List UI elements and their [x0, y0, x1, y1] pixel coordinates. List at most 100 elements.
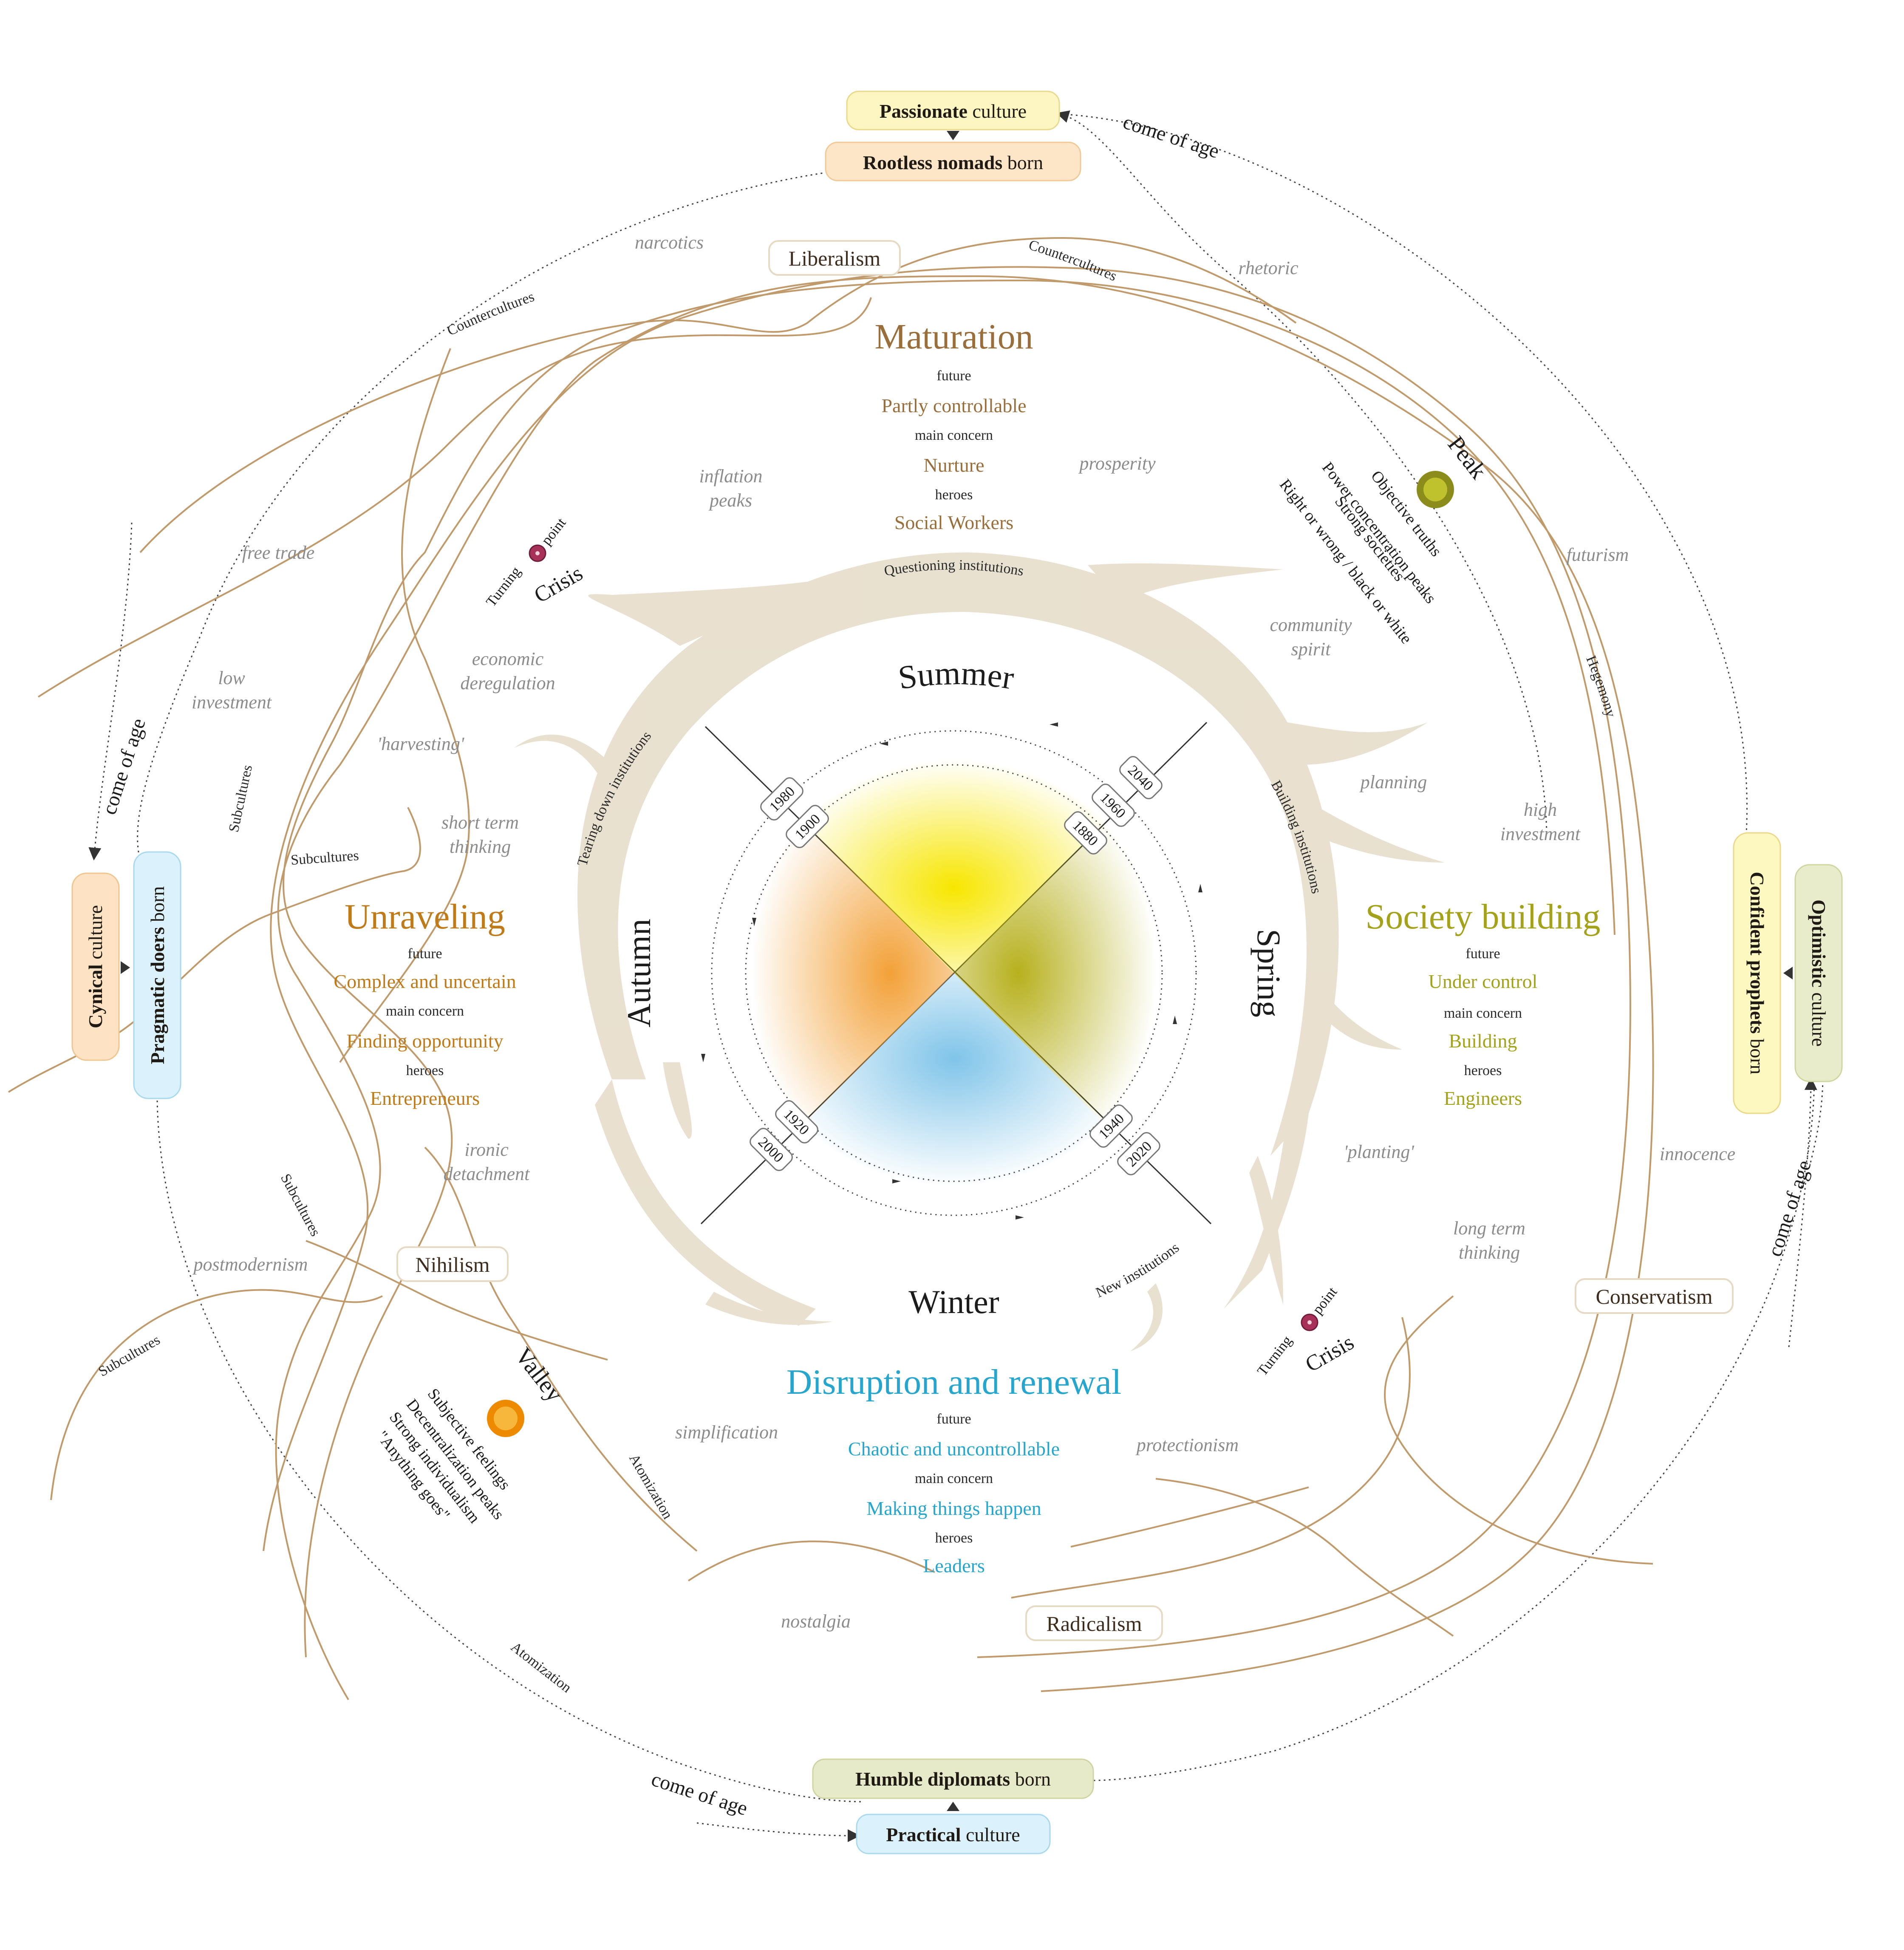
- crisis-label-lower: Crisis: [1301, 1330, 1358, 1377]
- point-word-lower: point: [1310, 1284, 1341, 1317]
- generation-humble: Humble diplomats born: [812, 1758, 1094, 1799]
- trend-protectionism: protectionism: [1135, 1435, 1239, 1455]
- autumn-gradient-sector: [740, 822, 954, 1124]
- society-concern: Building: [1449, 1030, 1517, 1052]
- cynical-to-pragmatic-arrow: [121, 961, 130, 974]
- disruption-heroes: Leaders: [923, 1555, 985, 1576]
- season-autumn: Autumn: [620, 919, 657, 1027]
- maturation-title: Maturation: [874, 317, 1033, 357]
- maturation-future-label: future: [936, 368, 971, 384]
- unraveling-heroes: Entrepreneurs: [370, 1087, 480, 1109]
- trend-low-1: low: [218, 668, 245, 688]
- pragmatic-rest: born: [147, 886, 168, 927]
- maturation-heroes-label: heroes: [935, 487, 973, 503]
- quadrant-maturation: Maturation future Partly controllable ma…: [874, 317, 1033, 533]
- disruption-heroes-label: heroes: [935, 1530, 973, 1546]
- unraveling-title: Unraveling: [345, 897, 505, 937]
- ideology-conservatism: Conservatism: [1575, 1278, 1734, 1314]
- practical-to-humble-arrow: [947, 1802, 959, 1811]
- disruption-concern: Making things happen: [866, 1497, 1041, 1519]
- come-of-age-label-top: come of age: [1120, 110, 1222, 163]
- optimistic-bold: Optimistic: [1808, 900, 1830, 988]
- conservatism-label: Conservatism: [1596, 1285, 1713, 1308]
- maturation-future: Partly controllable: [881, 395, 1026, 416]
- svg-text:Confident prophets born: Confident prophets born: [1746, 872, 1768, 1074]
- svg-text:Optimistic culture: Optimistic culture: [1808, 900, 1830, 1047]
- quadrant-society-building: Society building future Under control ma…: [1366, 897, 1601, 1109]
- trend-low-2: investment: [192, 692, 272, 713]
- trend-prosperity: prosperity: [1078, 453, 1156, 474]
- trend-planning: planning: [1359, 772, 1427, 792]
- svg-text:Rootless nomads born: Rootless nomads born: [863, 152, 1043, 173]
- passionate-to-rootless-arrow: [947, 131, 959, 140]
- disruption-future: Chaotic and uncontrollable: [848, 1438, 1060, 1460]
- svg-text:Cynical culture: Cynical culture: [85, 905, 106, 1028]
- subcultures-label-2: Subcultures: [290, 848, 359, 868]
- trend-econ-1: economic: [472, 648, 544, 669]
- trend-simplification: simplification: [675, 1422, 778, 1443]
- countercultures-label-left: Countercultures: [445, 289, 537, 339]
- trend-narcotics: narcotics: [635, 232, 704, 253]
- come-of-age-label-left: come of age: [98, 716, 150, 817]
- disruption-title: Disruption and renewal: [786, 1362, 1121, 1402]
- trend-short-1: short term: [441, 812, 519, 833]
- generation-practical: Practical culture: [856, 1814, 1051, 1854]
- cynical-rest: culture: [85, 905, 106, 964]
- cynical-bold: Cynical: [85, 964, 106, 1028]
- maturation-concern: Nurture: [923, 454, 984, 476]
- culture-streams: [8, 237, 1654, 1701]
- institution-band: [514, 552, 1445, 1351]
- svg-text:Humble diplomats born: Humble diplomats born: [855, 1768, 1051, 1790]
- generation-cycle-ring: [88, 110, 1824, 1842]
- generation-confident: Confident prophets born: [1733, 832, 1781, 1114]
- quadrant-disruption: Disruption and renewal future Chaotic an…: [786, 1362, 1121, 1576]
- radicalism-label: Radicalism: [1047, 1612, 1142, 1636]
- trend-free-trade: free trade: [242, 542, 315, 563]
- trend-postmodernism: postmodernism: [192, 1254, 308, 1275]
- unraveling-future: Complex and uncertain: [334, 971, 516, 992]
- unraveling-future-label: future: [407, 946, 442, 962]
- atomization-label-2: Atomization: [508, 1639, 574, 1696]
- trend-futurism: futurism: [1567, 544, 1629, 565]
- countercultures-label-top: Countercultures: [1027, 237, 1119, 284]
- come-of-age-label-right: come of age: [1763, 1158, 1816, 1259]
- society-heroes-label: heroes: [1464, 1063, 1502, 1078]
- confident-bold: Confident prophets: [1746, 872, 1768, 1033]
- generation-cynical: Cynical culture: [71, 872, 120, 1061]
- unraveling-heroes-label: heroes: [406, 1063, 444, 1078]
- svg-text:Passionate culture: Passionate culture: [880, 100, 1027, 122]
- ideology-liberalism: Liberalism: [768, 240, 901, 276]
- humble-bold: Humble diplomats: [855, 1768, 1010, 1790]
- disruption-future-label: future: [936, 1411, 971, 1427]
- valley-title: Valley: [510, 1343, 568, 1407]
- trend-planting: 'planting': [1344, 1141, 1415, 1162]
- subcultures-label-3: Subcultures: [277, 1171, 323, 1239]
- society-future-label: future: [1465, 946, 1500, 962]
- trend-nostalgia: nostalgia: [781, 1611, 851, 1632]
- optimistic-rest: culture: [1808, 988, 1830, 1047]
- season-spring: Spring: [1250, 929, 1287, 1017]
- disruption-concern-label: main concern: [915, 1471, 993, 1486]
- summer-gradient-sector: [803, 759, 1105, 973]
- peak-title: Peak: [1443, 431, 1492, 484]
- society-future: Under control: [1429, 971, 1538, 992]
- come-of-age-label-bottom: come of age: [649, 1768, 750, 1820]
- rootless-bold: Rootless nomads: [863, 152, 1002, 173]
- maturation-heroes: Social Workers: [894, 512, 1013, 533]
- new-institutions-label: New institutions: [1094, 1240, 1183, 1301]
- humble-rest: born: [1010, 1768, 1051, 1790]
- trend-inflation-1: inflation: [699, 466, 762, 487]
- turning-point-lower: Turning Crisis point: [1254, 1284, 1358, 1379]
- trend-high-2: investment: [1500, 824, 1581, 844]
- season-wheel: [700, 722, 1212, 1225]
- nihilism-label: Nihilism: [415, 1253, 489, 1276]
- society-title: Society building: [1366, 897, 1601, 937]
- trend-econ-2: deregulation: [460, 673, 555, 693]
- trend-longterm-1: long term: [1453, 1218, 1525, 1239]
- society-heroes: Engineers: [1444, 1087, 1522, 1109]
- crisis-label: Crisis: [530, 561, 587, 608]
- year-markers: 1980 1900 2040 1960 1880 1920 2000 1940 …: [750, 756, 1163, 1175]
- trend-harvesting: 'harvesting': [377, 733, 465, 754]
- season-summer: Summer: [896, 654, 1016, 696]
- subcultures-label-1: Subcultures: [226, 764, 256, 834]
